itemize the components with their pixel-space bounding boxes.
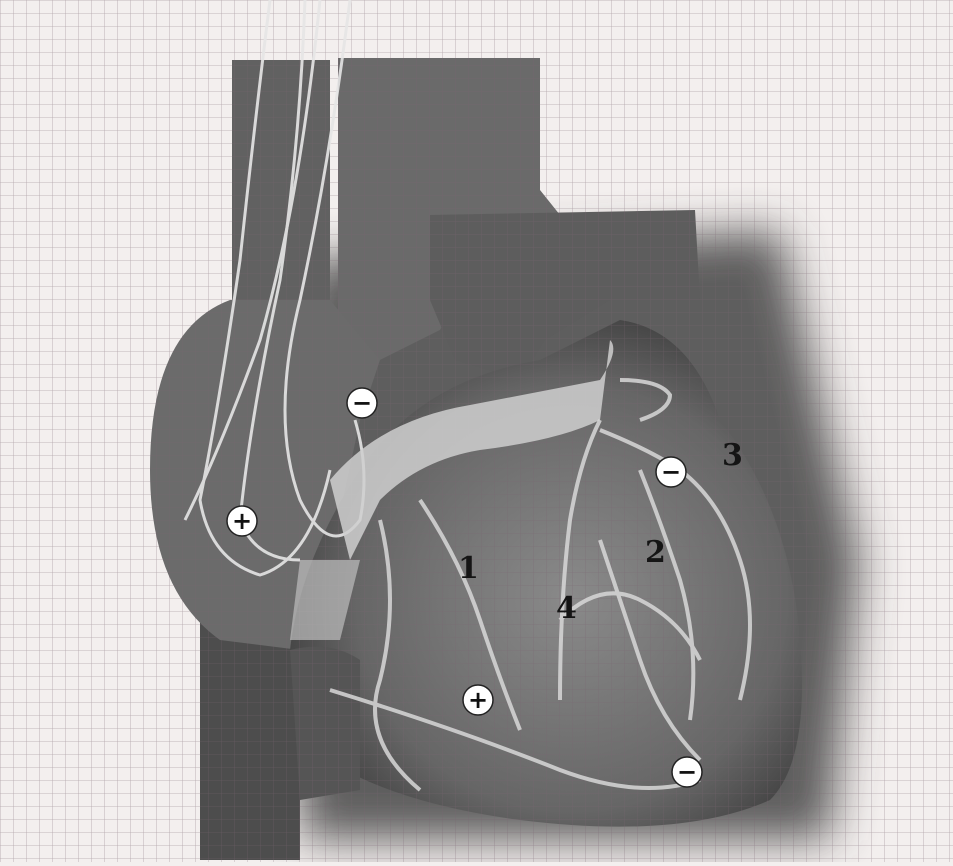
label-1: 1 — [458, 551, 479, 586]
marker-pos-atrium: + — [227, 506, 257, 536]
svg-text:−: − — [352, 389, 372, 417]
marker-pos-inferior: + — [463, 685, 493, 715]
label-4: 4 — [556, 591, 577, 626]
svg-text:−: − — [677, 758, 697, 786]
marker-neg-apex: − — [672, 757, 702, 787]
svg-text:+: + — [232, 507, 252, 535]
svg-text:−: − — [661, 458, 681, 486]
svg-text:+: + — [468, 686, 488, 714]
label-3: 3 — [722, 438, 743, 473]
marker-neg-atrium: − — [347, 388, 377, 418]
label-2: 2 — [645, 535, 666, 570]
marker-neg-lateral: − — [656, 457, 686, 487]
